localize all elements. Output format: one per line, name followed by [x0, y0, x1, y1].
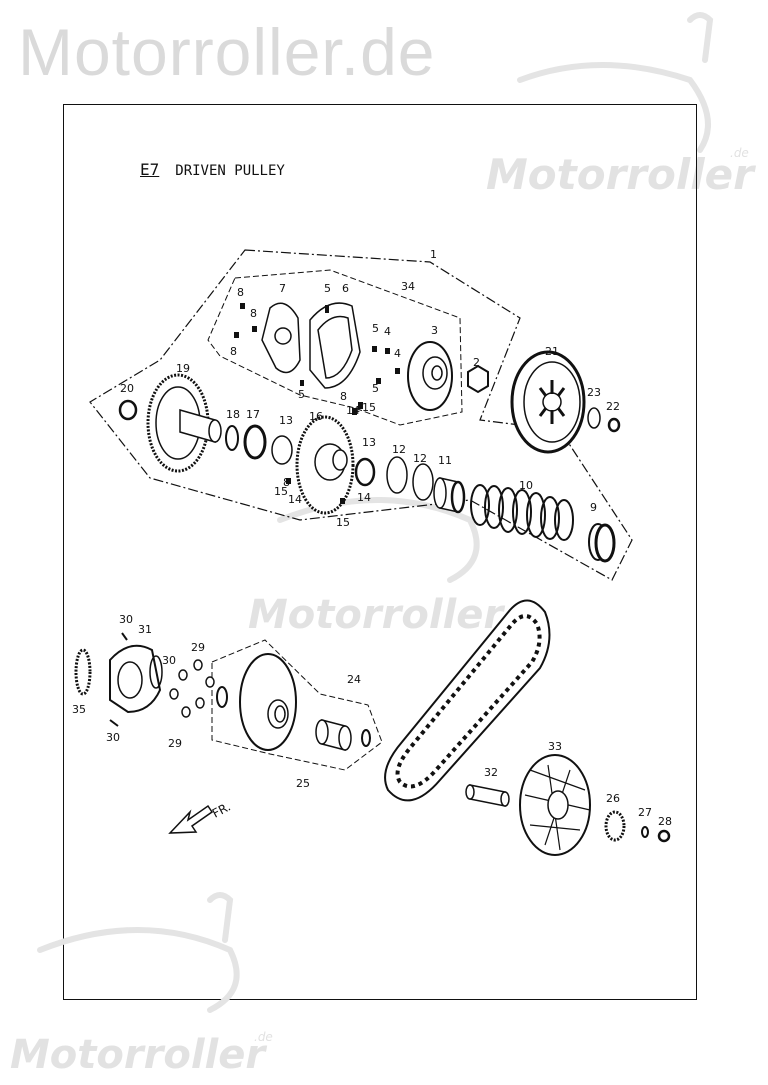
label-14b: 14 [357, 491, 371, 504]
label-5b: 5 [372, 322, 379, 335]
label-26: 26 [606, 792, 620, 805]
label-8c: 8 [230, 345, 237, 358]
label-33: 33 [548, 740, 562, 753]
label-29a: 29 [191, 641, 205, 654]
bearings-17-18 [225, 424, 293, 465]
rollers-29-30 [109, 632, 215, 727]
clutch-shoes-6 [309, 302, 361, 389]
front-direction-label: FR. [210, 800, 233, 821]
fan-drive-face-33 [465, 754, 671, 856]
label-15a: 15 [362, 401, 376, 414]
label-3: 3 [431, 324, 438, 337]
label-15b: 15 [274, 485, 288, 498]
label-30b: 30 [162, 654, 176, 667]
label-13b: 13 [362, 436, 376, 449]
label-5c: 5 [298, 388, 305, 401]
label-23: 23 [587, 386, 601, 399]
label-10: 10 [519, 479, 533, 492]
watermark-bottom: Motorroller [10, 1032, 266, 1078]
label-31: 31 [138, 623, 152, 636]
section-title: E7 DRIVEN PULLEY [140, 160, 285, 179]
label-6: 6 [342, 282, 349, 295]
label-4b: 4 [394, 347, 401, 360]
label-8e: 8 [283, 476, 290, 489]
upper-assembly-outline [89, 249, 633, 581]
label-9: 9 [590, 501, 597, 514]
label-21: 21 [545, 345, 559, 358]
label-30c: 30 [106, 731, 120, 744]
label-7: 7 [279, 282, 286, 295]
label-12a: 12 [392, 443, 406, 456]
label-14a: 14 [346, 404, 360, 417]
section-code: E7 [140, 160, 160, 179]
fixed-plate-31-35 [74, 644, 163, 714]
label-12b: 12 [413, 452, 427, 465]
label-16: 16 [309, 410, 323, 423]
label-22: 22 [606, 400, 620, 413]
label-2: 2 [473, 356, 480, 369]
clutch-group-outline [207, 269, 463, 426]
label-30a: 30 [119, 613, 133, 626]
front-direction-arrow [168, 804, 214, 834]
label-20: 20 [120, 382, 134, 395]
label-17: 17 [246, 408, 260, 421]
label-5a: 5 [324, 282, 331, 295]
watermark-top: Motorroller.de [18, 15, 436, 89]
label-27: 27 [638, 806, 652, 819]
clutch-plate-7 [261, 302, 301, 374]
label-32: 32 [484, 766, 498, 779]
label-8a: 8 [237, 286, 244, 299]
fasteners-upper [234, 303, 400, 504]
label-28: 28 [658, 815, 672, 828]
label-14c: 14 [288, 493, 302, 506]
spring-10 [470, 484, 574, 541]
label-18: 18 [226, 408, 240, 421]
driven-face-19 [118, 373, 222, 473]
collar-11 [433, 477, 466, 514]
label-29b: 29 [168, 737, 182, 750]
label-24: 24 [347, 673, 361, 686]
label-13a: 13 [279, 414, 293, 427]
spring-seat-9 [588, 523, 616, 563]
label-8d: 8 [340, 390, 347, 403]
drive-plate-3 [407, 341, 489, 411]
watermark-bottom-suffix: .de [254, 1030, 273, 1044]
watermark-mid-suffix: .de [730, 146, 749, 160]
label-1: 1 [430, 248, 437, 261]
label-35: 35 [72, 703, 86, 716]
diagram-frame [63, 104, 697, 1000]
section-name: DRIVEN PULLEY [175, 163, 285, 179]
label-5d: 5 [372, 382, 379, 395]
sliding-face-16 [295, 415, 434, 515]
drive-face-25 [216, 653, 371, 751]
label-19: 19 [176, 362, 190, 375]
lower-assembly-outline [211, 639, 383, 771]
watermark-center: Motorroller [248, 592, 504, 638]
label-25: 25 [296, 777, 310, 790]
part-number-labels: 1 2 3 4 4 5 5 5 5 6 7 8 8 8 8 8 9 10 11 … [72, 248, 672, 828]
scooter-watermark-icon [37, 12, 714, 1013]
label-34: 34 [401, 280, 415, 293]
label-8b: 8 [250, 307, 257, 320]
watermark-mid: Motorroller [486, 150, 754, 199]
clutch-bell-21 [510, 350, 621, 454]
label-11: 11 [438, 454, 452, 467]
label-15c: 15 [336, 516, 350, 529]
v-belt [384, 599, 551, 802]
label-4a: 4 [384, 325, 391, 338]
